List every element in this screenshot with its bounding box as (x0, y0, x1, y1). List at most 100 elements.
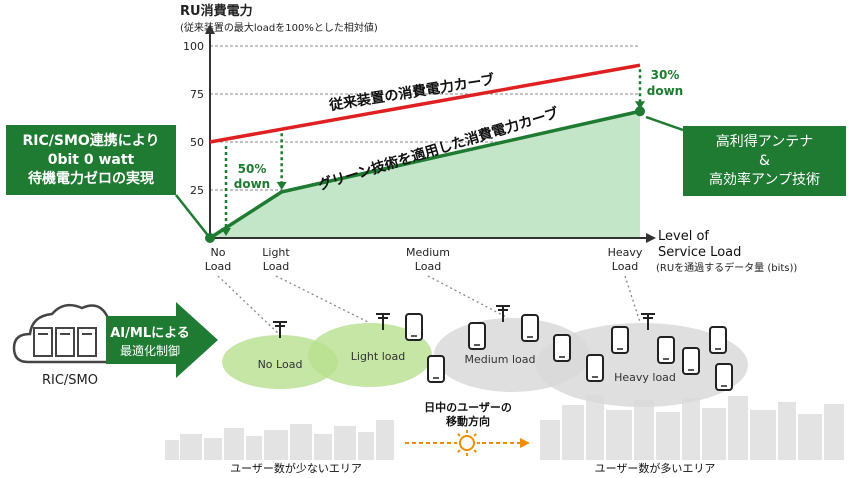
chart-title: RU消費電力 (180, 3, 253, 19)
smartphone-icon (682, 347, 700, 375)
x-tick-label-line1: Medium (406, 246, 450, 259)
building-shape (204, 438, 222, 460)
radio-tower-icons (273, 305, 655, 338)
building-shape (702, 408, 726, 460)
cell-no-load (222, 335, 338, 389)
right-box-pointer (645, 115, 684, 132)
ai-ml-arrow (106, 302, 218, 378)
building-shape (682, 398, 700, 460)
building-shape (180, 434, 202, 460)
x-axis-note: (RUを通過するデータ量 (bits)) (656, 261, 797, 274)
building-shape (376, 420, 394, 460)
ric-smo-label: RIC/SMO (42, 373, 98, 388)
antenna-icon (376, 313, 390, 330)
cell-label-heavy-load: Heavy load (614, 371, 676, 384)
y-tick-label: 25 (190, 184, 204, 197)
y-tick-label: 50 (190, 136, 204, 149)
left-callout-line1: RIC/SMO連携により (22, 132, 160, 149)
right-callout-line3: 高効率アンプ技術 (708, 171, 821, 188)
y-tick-label: 75 (190, 88, 204, 101)
smartphone-icon (468, 322, 486, 350)
load-connector (624, 275, 641, 323)
smartphone-icon (586, 354, 604, 382)
sun-ray (457, 449, 461, 453)
sun-icon (454, 430, 480, 456)
reduction-arrowhead (221, 228, 231, 236)
antenna-icon (273, 321, 287, 338)
green-curve-fill (210, 111, 640, 238)
reduction-arrowhead (276, 181, 287, 190)
cell-light-load (308, 323, 432, 387)
reduction-arrowhead (635, 101, 645, 110)
smartphone-icon (715, 363, 733, 391)
sun-ray (457, 433, 461, 437)
building-shape (824, 404, 844, 460)
left-callout-box: RIC/SMO連携により 0bit 0 watt 待機電力ゼロの実現 (6, 125, 176, 195)
chart-subtitle: (従来装置の最大loadを100%とした相対値) (180, 21, 378, 34)
left-callout-line2: 0bit 0 watt (47, 151, 135, 168)
building-shape (314, 434, 332, 460)
smartphone-icon (657, 336, 675, 364)
smartphone-icon (427, 355, 445, 383)
annotation-30-line2: down (647, 84, 683, 98)
building-shape (290, 424, 312, 460)
building-shape (606, 410, 632, 460)
cell-label-no-load: No Load (258, 358, 303, 371)
annotation-30-line1: 30% (651, 68, 680, 82)
cell-label-medium-load: Medium load (465, 353, 536, 366)
cell-heavy-load (536, 323, 748, 407)
load-connector (427, 275, 509, 319)
left-callout-line3: 待機電力ゼロの実現 (28, 170, 154, 187)
x-tick-label-line1: No (211, 246, 226, 259)
antenna-icon (496, 305, 510, 322)
load-to-cell-connectors (217, 275, 641, 336)
x-axis-title-line2: Service Load (658, 245, 741, 260)
series-point (635, 106, 645, 117)
smartphone-icon (405, 313, 423, 341)
right-callout-line2: & (759, 152, 770, 169)
movement-arrowhead (520, 438, 530, 448)
building-shape (634, 400, 654, 460)
antenna-icon (641, 313, 655, 330)
movement-label-line1: 日中のユーザーの (424, 400, 512, 414)
x-tick-label-line2: Load (415, 260, 441, 273)
series-line-conventional (209, 63, 641, 144)
building-shape (264, 430, 288, 460)
load-connector (275, 275, 371, 324)
building-shape (750, 410, 776, 460)
smartphone-icon (521, 314, 539, 342)
building-shape (165, 440, 179, 460)
x-tick-label-line1: Light (262, 246, 290, 259)
smartphone-icon (553, 334, 571, 362)
annotation-50-line1: 50% (238, 162, 267, 176)
smartphone-icon (611, 326, 629, 354)
building-shape (540, 420, 560, 460)
annotation-50-line2: down (234, 177, 270, 191)
ai-ml-label-line2: 最適化制御 (120, 343, 180, 358)
x-axis-arrowhead (646, 233, 656, 243)
ai-ml-label-line1: AI/MLによる (110, 326, 189, 341)
cell-label-light-load: Light load (351, 350, 405, 363)
series-line-green (209, 109, 641, 240)
left-box-pointer (175, 194, 211, 239)
building-shape (778, 402, 796, 460)
building-shape (224, 428, 244, 460)
building-shape (728, 396, 748, 460)
building-shape (586, 395, 604, 460)
x-tick-label-line2: Load (612, 260, 638, 273)
smartphone-icon (709, 326, 727, 354)
building-shape (798, 414, 822, 460)
building-shape (562, 405, 584, 460)
right-callout-box: 高利得アンテナ & 高効率アンプ技術 (683, 126, 846, 196)
reduction-arrows (221, 69, 645, 236)
x-tick-label-line2: Load (205, 260, 231, 273)
building-shape (358, 432, 374, 460)
smartphone-icons (405, 313, 733, 391)
load-connector (217, 275, 281, 336)
x-tick-label-line2: Load (263, 260, 289, 273)
area-label-right: ユーザー数が多いエリア (595, 461, 716, 475)
x-axis-title-line1: Level of (658, 229, 709, 244)
